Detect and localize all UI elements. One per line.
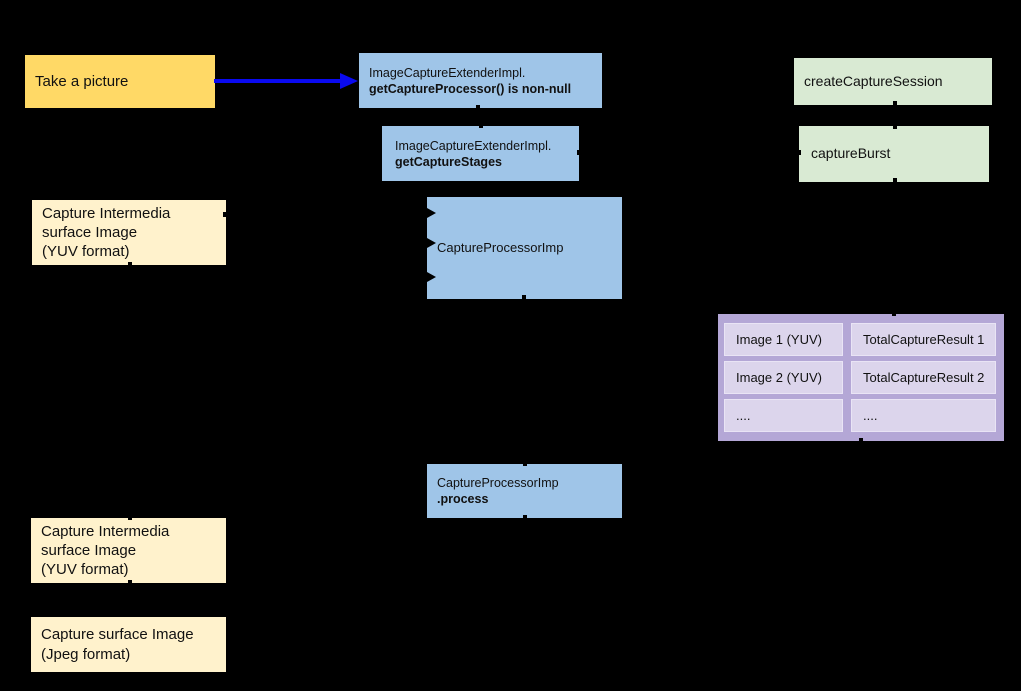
table-row: .... .... <box>724 399 996 432</box>
connector-tick <box>128 580 132 585</box>
node-label-line1: CaptureProcessorImp <box>437 476 559 490</box>
node-capture-intermedia-surface-2: Capture Intermedia surface Image (YUV fo… <box>31 518 226 583</box>
node-label-line2: .process <box>437 492 489 506</box>
connector-tick <box>893 178 897 183</box>
table-row: Image 1 (YUV) TotalCaptureResult 1 <box>724 323 996 356</box>
node-label-line1: Capture Intermedia <box>41 522 170 540</box>
connector-tick <box>523 515 527 520</box>
node-get-capture-processor: ImageCaptureExtenderImpl. getCaptureProc… <box>359 53 602 108</box>
connector-tick <box>223 212 227 217</box>
node-label-line2: (Jpeg format) <box>41 645 131 663</box>
table-row: Image 2 (YUV) TotalCaptureResult 2 <box>724 361 996 394</box>
node-label: CaptureProcessorImp <box>437 239 564 255</box>
connector-tick <box>797 150 801 155</box>
node-get-capture-stages: ImageCaptureExtenderImpl. getCaptureStag… <box>382 126 579 181</box>
connector-tick <box>859 438 863 443</box>
flow-arrow-head-icon <box>340 73 358 89</box>
connector-arrowhead-icon <box>427 238 436 248</box>
node-capture-surface-jpeg: Capture surface Image (Jpeg format) <box>31 617 226 672</box>
node-label-line1: Capture Intermedia <box>42 204 171 222</box>
table-cell-image-2: Image 2 (YUV) <box>724 361 843 394</box>
node-label-line3: (YUV format) <box>42 243 130 261</box>
node-label: captureBurst <box>811 145 891 162</box>
node-label-line2: surface Image <box>42 223 138 241</box>
node-capture-processor-imp: CaptureProcessorImp <box>427 197 622 299</box>
table-cell-result-2: TotalCaptureResult 2 <box>851 361 996 394</box>
connector-tick <box>892 311 896 316</box>
node-create-capture-session: createCaptureSession <box>794 58 992 105</box>
table-cell-image-1: Image 1 (YUV) <box>724 323 843 356</box>
node-label-line1: Capture surface Image <box>41 626 194 644</box>
connector-tick <box>128 262 132 267</box>
capture-results-table: Image 1 (YUV) TotalCaptureResult 1 Image… <box>718 314 1004 441</box>
node-capture-burst: captureBurst <box>799 126 989 182</box>
node-label-line1: ImageCaptureExtenderImpl. <box>369 65 526 80</box>
node-label-line2: getCaptureProcessor() is non-null <box>369 81 572 96</box>
node-capture-processor-process: CaptureProcessorImp .process <box>427 464 622 518</box>
node-label: Take a picture <box>35 72 129 90</box>
connector-arrowhead-icon <box>427 272 436 282</box>
connector-tick <box>522 295 526 300</box>
connector-tick <box>128 515 132 520</box>
node-label-line2: surface Image <box>41 541 137 559</box>
table-cell-image-more: .... <box>724 399 843 432</box>
node-label-line2: getCaptureStages <box>395 154 502 169</box>
node-label: createCaptureSession <box>804 72 943 89</box>
connector-tick <box>893 124 897 129</box>
node-capture-intermedia-surface-1: Capture Intermedia surface Image (YUV fo… <box>32 200 226 265</box>
node-take-a-picture: Take a picture <box>25 55 215 108</box>
table-cell-result-more: .... <box>851 399 996 432</box>
connector-tick <box>476 105 480 110</box>
connector-tick <box>523 461 527 466</box>
connector-arrowhead-icon <box>427 208 436 218</box>
node-label-line1: ImageCaptureExtenderImpl. <box>395 138 552 153</box>
flow-arrow-line <box>214 79 342 83</box>
table-cell-result-1: TotalCaptureResult 1 <box>851 323 996 356</box>
connector-tick <box>479 123 483 128</box>
node-label-line3: (YUV format) <box>41 561 129 579</box>
connector-tick <box>577 150 581 155</box>
connector-tick <box>893 101 897 106</box>
